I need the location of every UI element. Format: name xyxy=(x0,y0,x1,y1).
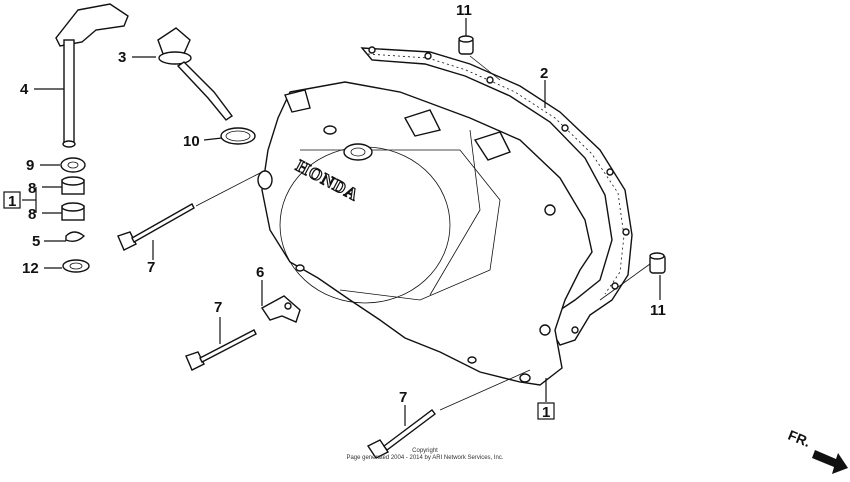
dowel-pin-top-part-11[interactable] xyxy=(458,35,474,55)
clutch-cover-part-1[interactable]: HONDA xyxy=(257,81,593,386)
callout-11-right: 11 xyxy=(650,302,666,319)
bolt-bottom-part-7[interactable] xyxy=(366,409,436,459)
spring-clip-part-5[interactable] xyxy=(65,231,86,243)
bolt-middle-part-7[interactable] xyxy=(185,329,257,371)
washer-part-12[interactable] xyxy=(62,259,90,273)
callout-1-bottom: 1 xyxy=(542,404,550,421)
callout-6: 6 xyxy=(256,264,264,281)
callout-9: 9 xyxy=(26,157,34,174)
shift-spindle-part-4[interactable] xyxy=(55,3,129,148)
copyright-notice: Page generated 2004 - 2014 by ARI Networ… xyxy=(346,455,503,461)
needle-bearing-lower-part-8[interactable] xyxy=(61,202,85,221)
callout-7-bottom: 7 xyxy=(399,389,407,406)
callout-3: 3 xyxy=(118,49,126,66)
oil-filler-cap-part-3[interactable] xyxy=(157,27,234,121)
callout-10: 10 xyxy=(183,133,200,150)
front-direction-indicator: FR. xyxy=(786,427,848,474)
dowel-pin-right-part-11[interactable] xyxy=(649,252,666,274)
oil-seal-part-9[interactable] xyxy=(60,157,86,173)
copyright-line: Copyright xyxy=(412,448,438,454)
fr-label: FR. xyxy=(786,427,813,450)
callout-12: 12 xyxy=(22,260,39,277)
needle-bearing-upper-part-8[interactable] xyxy=(61,176,85,195)
o-ring-part-10[interactable] xyxy=(220,127,256,145)
callout-2: 2 xyxy=(540,65,548,82)
bolt-left-part-7[interactable] xyxy=(117,203,195,251)
leader-lines xyxy=(22,18,661,426)
clutch-cable-bracket-part-6[interactable] xyxy=(260,295,301,323)
callout-8-upper: 8 xyxy=(28,180,36,197)
callout-7-left: 7 xyxy=(147,259,155,276)
callout-box-bottom xyxy=(537,402,555,420)
callout-1-left: 1 xyxy=(8,193,16,210)
callout-7-middle: 7 xyxy=(214,299,222,316)
callout-8-lower: 8 xyxy=(28,206,36,223)
callout-5: 5 xyxy=(32,233,40,250)
callout-11-top: 11 xyxy=(456,2,472,19)
front-arrow-icon xyxy=(812,450,848,474)
callout-4: 4 xyxy=(20,81,29,98)
callout-box-left xyxy=(3,191,21,209)
